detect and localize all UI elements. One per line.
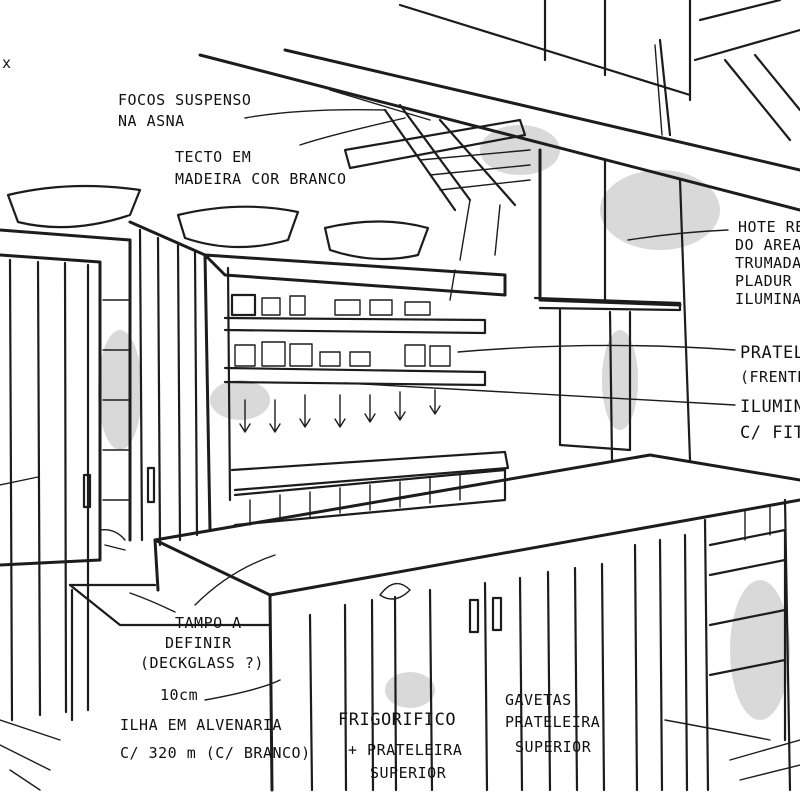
note-tampo-line2: DEFINIR: [165, 634, 232, 652]
note-prateleira-line2: (FRENTE: [740, 368, 800, 386]
note-hote-line5: ILUMINAC: [735, 290, 800, 308]
note-tampo-line3: (DECKGLASS ?): [140, 654, 264, 672]
note-tecto-line1: TECTO EM: [175, 148, 251, 166]
note-prateleira-line1: PRATELE: [740, 343, 800, 363]
note-ilha-line2: C/ 320 m (C/ BRANCO): [120, 744, 311, 762]
note-hote-line3: TRUMADA: [735, 254, 800, 272]
note-tecto-line2: MADEIRA COR BRANCO: [175, 170, 347, 188]
note-iluminacao-line1: ILUMINA: [740, 397, 800, 417]
kitchen-island: [0, 453, 800, 792]
open-shelves: [203, 253, 510, 527]
truss-light-fixture: [329, 89, 531, 212]
pendant-bowl-3: [323, 220, 430, 261]
note-gavetas-line2: PRATELEIRA: [505, 713, 600, 731]
pendant-bowls: [6, 184, 430, 261]
note-focos-line2: NA ASNA: [118, 112, 185, 130]
note-gavetas-line3: SUPERIOR: [515, 738, 592, 756]
note-tampo-line1: TAMPO A: [175, 614, 242, 632]
note-ilha-line1: ILHA EM ALVENARIA: [120, 716, 282, 734]
note-hote-line1: HOTE RE: [738, 218, 800, 236]
note-iluminacao-line2: C/ FITA: [740, 423, 800, 443]
pendant-bowl-1: [6, 184, 142, 229]
note-focos-line1: FOCOS SUSPENSO: [118, 91, 251, 109]
range-hood: [449, 148, 692, 462]
note-hote-line2: DO AREA: [735, 236, 800, 254]
note-ilha-dimension: 10cm: [160, 686, 198, 704]
note-gavetas-line1: GAVETAS: [505, 691, 572, 709]
note-frigorifico-line3: SUPERIOR: [370, 764, 447, 782]
handwritten-notes: x FOCOS SUSPENSO NA ASNA TECTO EM MADEIR…: [2, 54, 800, 782]
note-frigorifico-line1: FRIGORIFICO: [338, 710, 456, 730]
note-hote-line4: PLADUR: [735, 272, 793, 290]
note-frigorifico-line2: + PRATELEIRA: [348, 741, 462, 759]
pendant-bowl-2: [176, 205, 300, 249]
annotation-leaders: [0, 108, 771, 741]
tall-cabinets: [0, 220, 212, 722]
margin-mark: x: [2, 54, 12, 72]
roof-structure: [198, 0, 800, 212]
